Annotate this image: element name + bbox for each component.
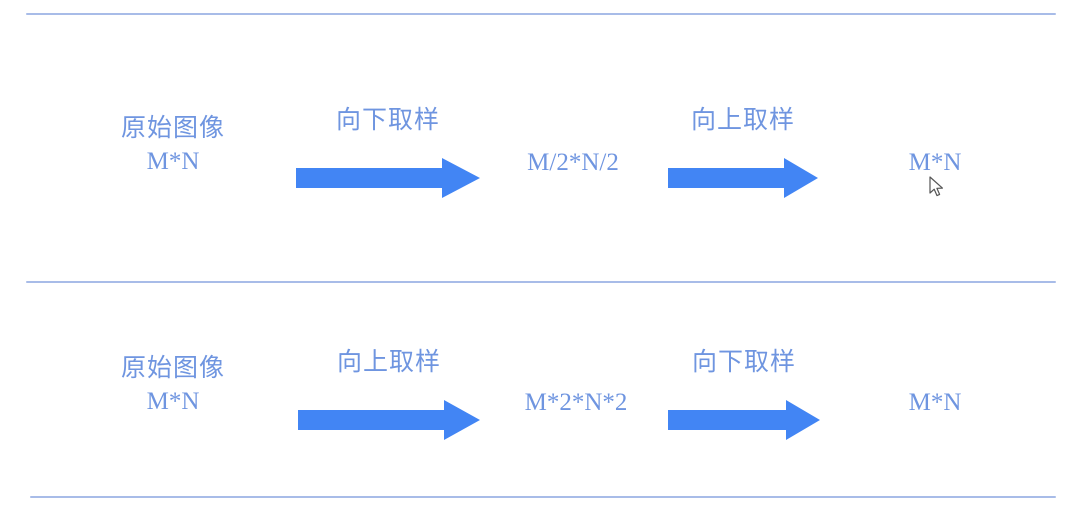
stage-latin-text: M*2*N*2	[524, 389, 628, 416]
stage-cjk-text: 原始图像	[120, 353, 225, 382]
stage-label-double-resolution: M*2*N*2	[500, 384, 652, 422]
stage-latin-text: M/2*N/2	[527, 149, 619, 176]
arrow-label-upsample: 向上取样	[690, 105, 795, 134]
divider-middle	[26, 281, 1056, 283]
stage-latin-text: M*N	[908, 389, 962, 416]
divider-top	[26, 13, 1056, 15]
divider-bottom	[30, 496, 1056, 498]
arrow-label-downsample: 向下取样	[335, 105, 440, 134]
stage-latin-text: M*N	[146, 148, 200, 176]
right-arrow-icon	[668, 158, 818, 198]
stage-label-original-image: 原始图像 M*N	[98, 352, 248, 421]
right-arrow-icon	[298, 400, 480, 440]
right-arrow-icon	[296, 158, 480, 198]
right-arrow-icon	[668, 400, 820, 440]
stage-latin-text: M*N	[908, 149, 962, 176]
arrow-label-downsample: 向下取样	[691, 347, 796, 376]
diagram-row-upsample-then-downsample: 原始图像 M*N 向上取样 M*2*N*2 向下取样 M*N	[0, 330, 1071, 470]
arrow-label-upsample: 向上取样	[336, 347, 441, 376]
diagram-row-downsample-then-upsample: 原始图像 M*N 向下取样 M/2*N/2 向上取样 M*N	[0, 92, 1071, 232]
stage-label-restored-resolution: M*N	[880, 144, 990, 182]
stage-cjk-text: 原始图像	[120, 113, 225, 142]
stage-label-original-image: 原始图像 M*N	[98, 112, 248, 181]
stage-latin-text: M*N	[146, 388, 200, 416]
stage-label-half-resolution: M/2*N/2	[498, 144, 648, 182]
stage-label-restored-resolution: M*N	[880, 384, 990, 422]
